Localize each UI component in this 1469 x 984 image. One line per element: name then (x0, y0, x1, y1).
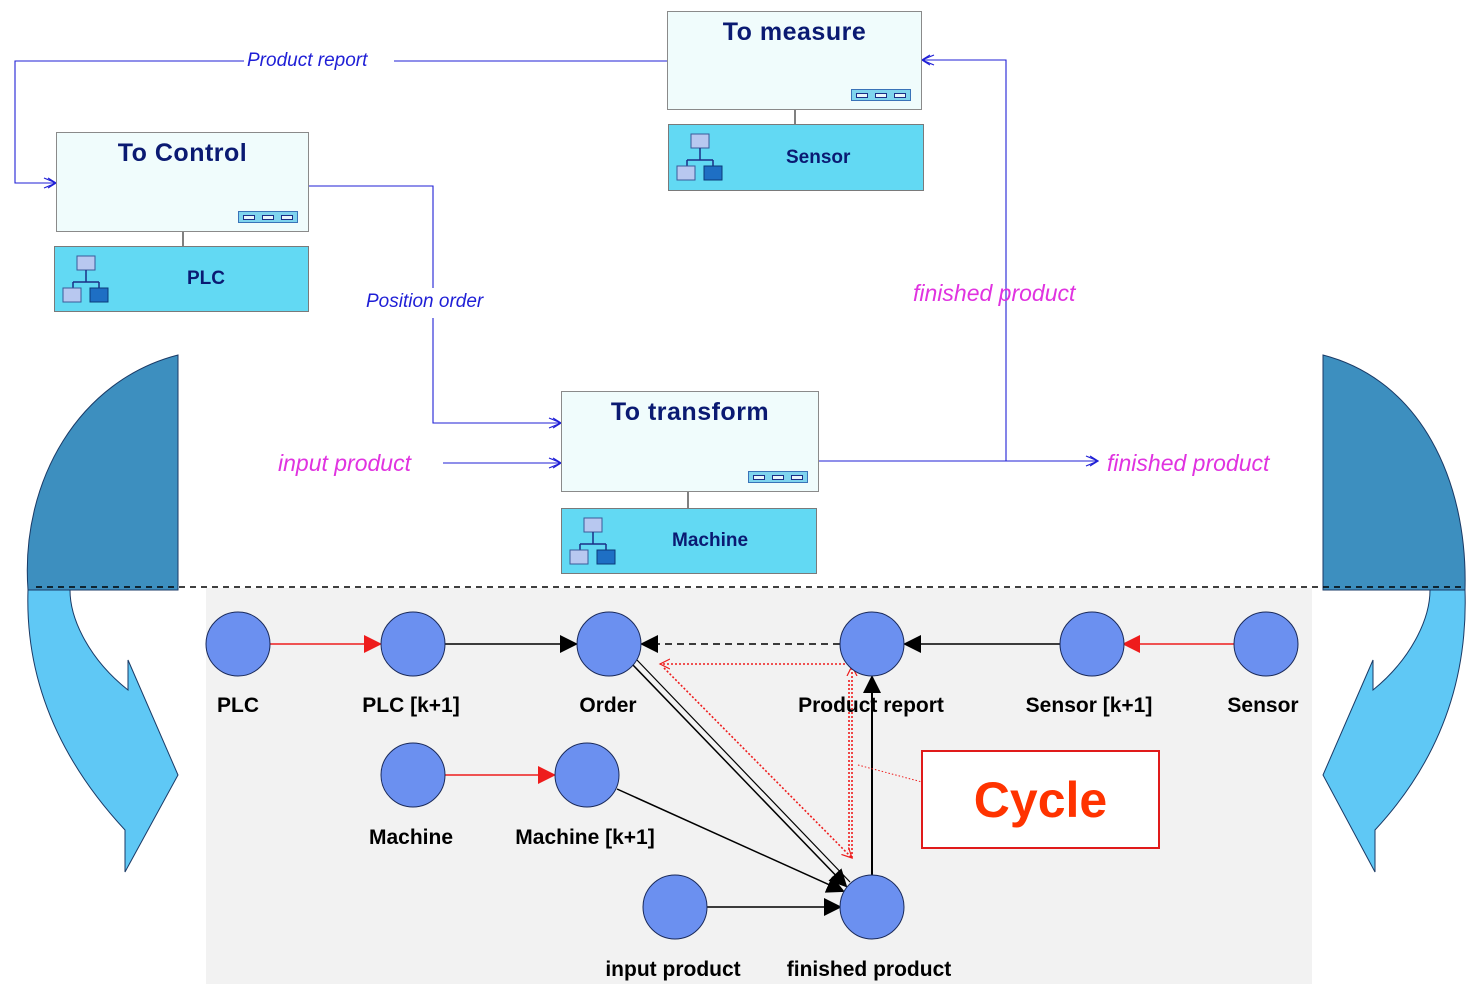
node-label-machine: Machine (368, 826, 454, 849)
flow-lines (14, 60, 1098, 463)
node-label-input-product: input product (605, 958, 741, 981)
resource-plc[interactable]: PLC (54, 246, 309, 312)
cycle-callout: Cycle (921, 750, 1160, 849)
node-sensor-k1 (1059, 611, 1125, 677)
node-label-product-report: Product report (798, 694, 944, 717)
flow-label-finished-product-out: finished product (1107, 450, 1270, 476)
resource-label: Sensor (786, 146, 851, 168)
sequence-icon (238, 211, 298, 223)
node-input-product (642, 874, 708, 940)
cycle-label: Cycle (973, 771, 1108, 828)
flow-label-input-product: input product (278, 450, 411, 476)
right-curved-arrow-icon (1322, 354, 1466, 873)
hierarchy-icon (569, 517, 616, 565)
node-order (576, 611, 642, 677)
flow-label-finished-product-up: finished product (913, 280, 1076, 306)
node-label-finished-product: finished product (786, 958, 952, 981)
resource-sensor[interactable]: Sensor (668, 124, 924, 191)
node-finished-product (839, 874, 905, 940)
resource-connectors (182, 110, 796, 508)
node-sensor (1233, 611, 1299, 677)
cycle-path (660, 664, 923, 858)
node-label-plc-k1: PLC [k+1] (362, 694, 460, 717)
sequence-icon (851, 89, 911, 101)
edge-order-finished-2 (636, 659, 851, 883)
function-to-control[interactable]: To Control (56, 132, 309, 232)
function-title: To Control (117, 139, 248, 167)
node-label-plc: PLC (217, 694, 259, 717)
left-curved-arrow-icon (26, 354, 179, 873)
resource-label: Machine (672, 530, 749, 551)
node-product-report (839, 611, 905, 677)
node-plc-k1 (380, 611, 446, 677)
function-title: To transform (610, 398, 770, 426)
function-title: To measure (722, 18, 867, 46)
graph-edges (270, 635, 1234, 916)
resource-label: PLC (187, 268, 225, 289)
node-label-order: Order (579, 694, 637, 717)
hierarchy-icon (62, 255, 109, 303)
graph-nodes (205, 611, 1299, 940)
function-to-transform[interactable]: To transform (561, 391, 819, 492)
edge-order-finished (631, 663, 848, 888)
node-label-machine-k1: Machine [k+1] (515, 826, 655, 849)
flow-label-position-order: Position order (366, 291, 484, 312)
node-plc (205, 611, 271, 677)
hierarchy-icon (676, 133, 723, 181)
node-label-sensor-k1: Sensor [k+1] (1025, 694, 1153, 717)
function-to-measure[interactable]: To measure (667, 11, 922, 110)
node-machine (380, 742, 446, 808)
resource-machine[interactable]: Machine (561, 508, 817, 574)
node-label-sensor: Sensor (1227, 694, 1299, 717)
node-machine-k1 (554, 742, 620, 808)
sequence-icon (748, 471, 808, 483)
edge-machinek1-finished (616, 788, 845, 893)
flow-label-product-report: Product report (247, 50, 368, 71)
